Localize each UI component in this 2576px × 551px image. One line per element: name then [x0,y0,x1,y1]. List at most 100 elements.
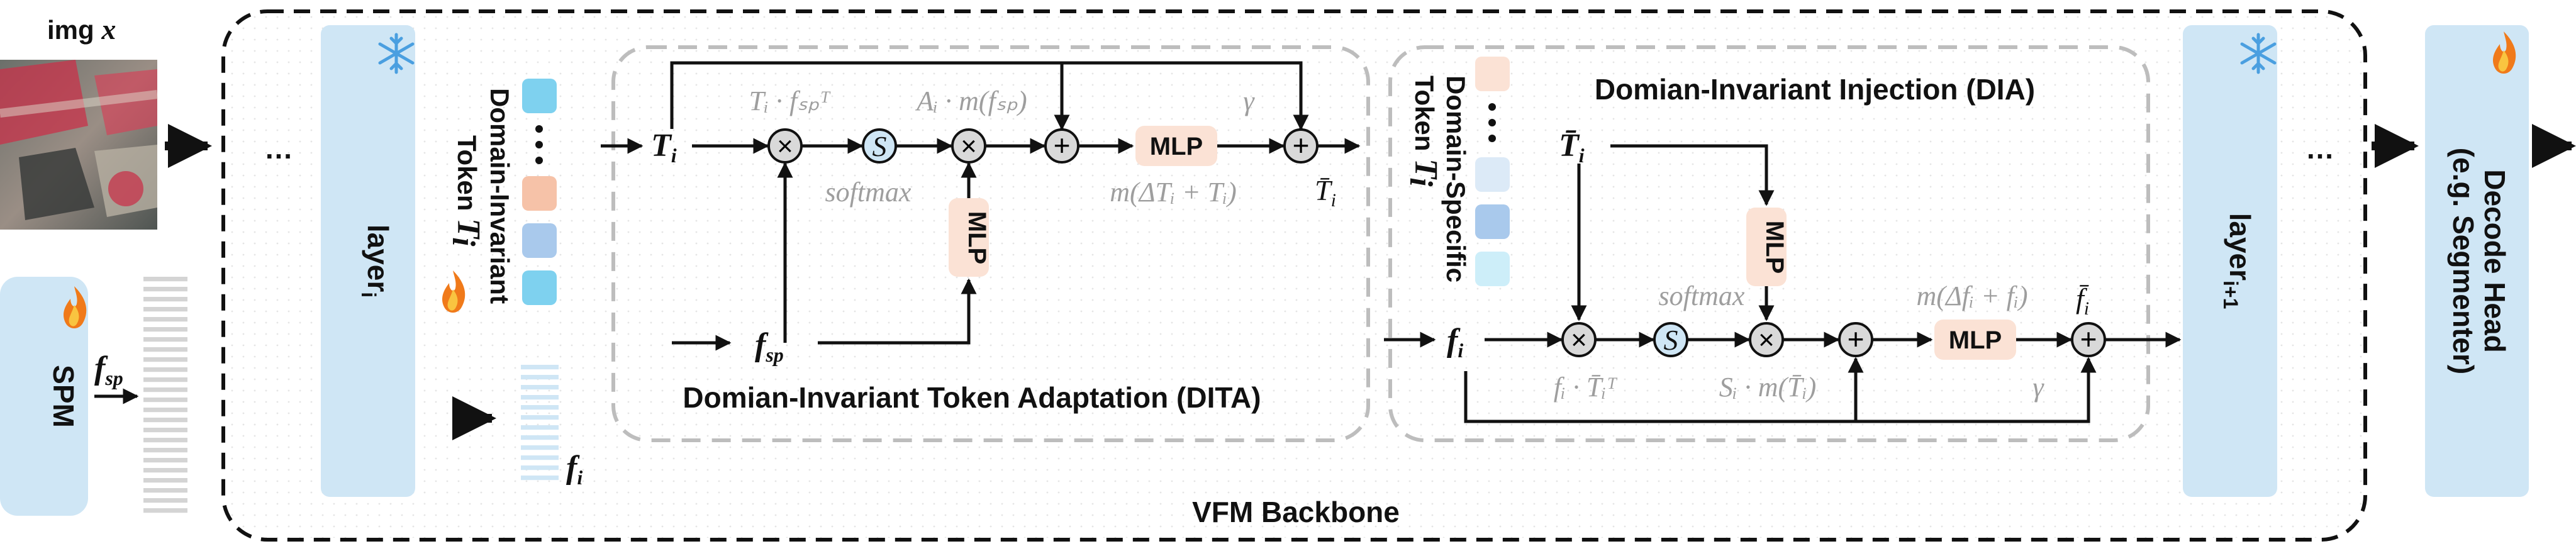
dia-eq-dot: fᵢ · T̄ᵢᵀ [1554,372,1618,403]
feature-stripe [143,277,187,282]
feature-stripe [143,337,187,342]
dita-fsp: fsp [755,327,784,366]
feature-stripe [521,415,559,420]
feature-label: fi [566,450,583,489]
dia-f-in: fi [1447,323,1463,362]
feature-stripe [521,465,559,470]
decode-head: Decode Head (e.g. Segmenter) [2425,25,2529,497]
feature-stripe [143,287,187,292]
feature-stripe [521,476,559,481]
ellipsis-left: … [264,132,293,165]
dia-title: Domian-Invariant Injection (DIA) [1595,73,2035,106]
feature-stripe [521,405,559,410]
mlp-block [1746,208,1787,286]
softmax-op [1653,322,1688,357]
feature-stripe [143,508,187,513]
dita-eq-mul: Aᵢ · m(fₛₚ) [915,86,1027,116]
token-cell [522,270,557,305]
svg-text:layeri: layeri [357,225,394,298]
svg-text:×: × [961,131,977,162]
ellipsis-right: … [2306,132,2334,165]
svg-text:layeri+1: layeri+1 [2219,213,2256,309]
svg-text:Token Ti: Token Ti [445,135,486,247]
feature-stripe [521,435,559,440]
fire-icon [64,286,87,328]
token-cell [1475,157,1510,192]
backbone-label: VFM Backbone [1192,496,1400,528]
svg-text:+: + [2080,323,2097,355]
svg-text:Domain-Invariant: Domain-Invariant [485,88,515,304]
fire-icon [2493,31,2516,74]
feature-stripe [143,498,187,503]
dia-T-in: T̄i [1559,128,1585,167]
input-label: img x [47,13,116,45]
svg-text:Decode Head: Decode Head [2478,169,2511,352]
dita-out: T̄i [1315,174,1336,211]
feature-stripe [143,418,187,423]
add-op [1838,322,1873,357]
feature-stripe [143,428,187,433]
feature-stripe [521,445,559,450]
feature-stripe [143,438,187,443]
svg-text:S: S [1664,324,1678,356]
svg-text:Token Ti: Token Ti [1403,75,1444,187]
specific-token-column [1475,57,1510,286]
mlp-block [1135,126,1217,166]
multiply-op [1749,322,1784,357]
input-image-group: img x [0,13,158,230]
feature-stripe [143,367,187,372]
snowflake-icon [2240,33,2277,74]
feature-stripe [143,398,187,403]
feature-stripe [143,297,187,302]
feature-stripe [143,488,187,493]
spm-label: SPM [47,365,80,428]
svg-text:S: S [873,130,887,162]
feature-stripe [521,425,559,430]
feature-stripe [521,365,559,370]
dita-gamma: γ [1243,86,1255,116]
token-cell [522,176,557,211]
layer-i: layeri [321,25,415,497]
feature-stripe [143,478,187,483]
svg-text:+: + [1293,129,1310,162]
feature-stripe [143,327,187,332]
feature-stripe [143,317,187,322]
feature-stripe [143,448,187,453]
dia-residual: m(Δfᵢ + fᵢ) [1917,281,2028,311]
svg-text:Domain-Specific: Domain-Specific [1441,75,1471,282]
dita-residual: m(ΔTᵢ + Tᵢ) [1110,177,1236,208]
dita-title: Domian-Invariant Token Adaptation (DITA) [683,381,1261,414]
add-op [2071,322,2106,357]
feature-stripe [143,377,187,382]
multiply-op [1561,322,1597,357]
token-cell [522,79,557,113]
feature-stripe [521,455,559,460]
svg-text:MLP: MLP [1761,221,1788,274]
svg-text:MLP: MLP [1949,326,2002,354]
spm-feature: fsp [94,350,123,389]
svg-text:×: × [1571,325,1587,355]
svg-text:+: + [1054,129,1071,162]
feature-stripe [521,395,559,400]
svg-text:×: × [1758,325,1775,355]
token-cell [1475,57,1510,91]
dia-box [1388,45,2150,442]
svg-text:(e.g. Segmenter): (e.g. Segmenter) [2447,148,2480,374]
layer-i-plus-1: layeri+1 [2183,25,2277,497]
feature-stripe [521,375,559,380]
feature-stripe [143,408,187,413]
dita-T-in: Ti [651,128,677,167]
dita-softmax: softmax [825,177,912,208]
feature-stripe [143,307,187,312]
specific-token-label: Domain-Specific Token Ti [1403,75,1471,282]
mlp-block [1934,320,2016,360]
snowflake-icon [378,33,415,74]
aerial-image [0,60,158,230]
invariant-token-label: Domain-Invariant Token Ti [442,88,515,313]
invariant-token-column [522,79,557,305]
feature-stripe [521,385,559,390]
dia-flow: T̄i MLP fi × S × + MLP + f̄i softmax m(Δ… [1384,128,2182,423]
add-op [1283,128,1319,164]
feature-stripe [143,357,187,362]
